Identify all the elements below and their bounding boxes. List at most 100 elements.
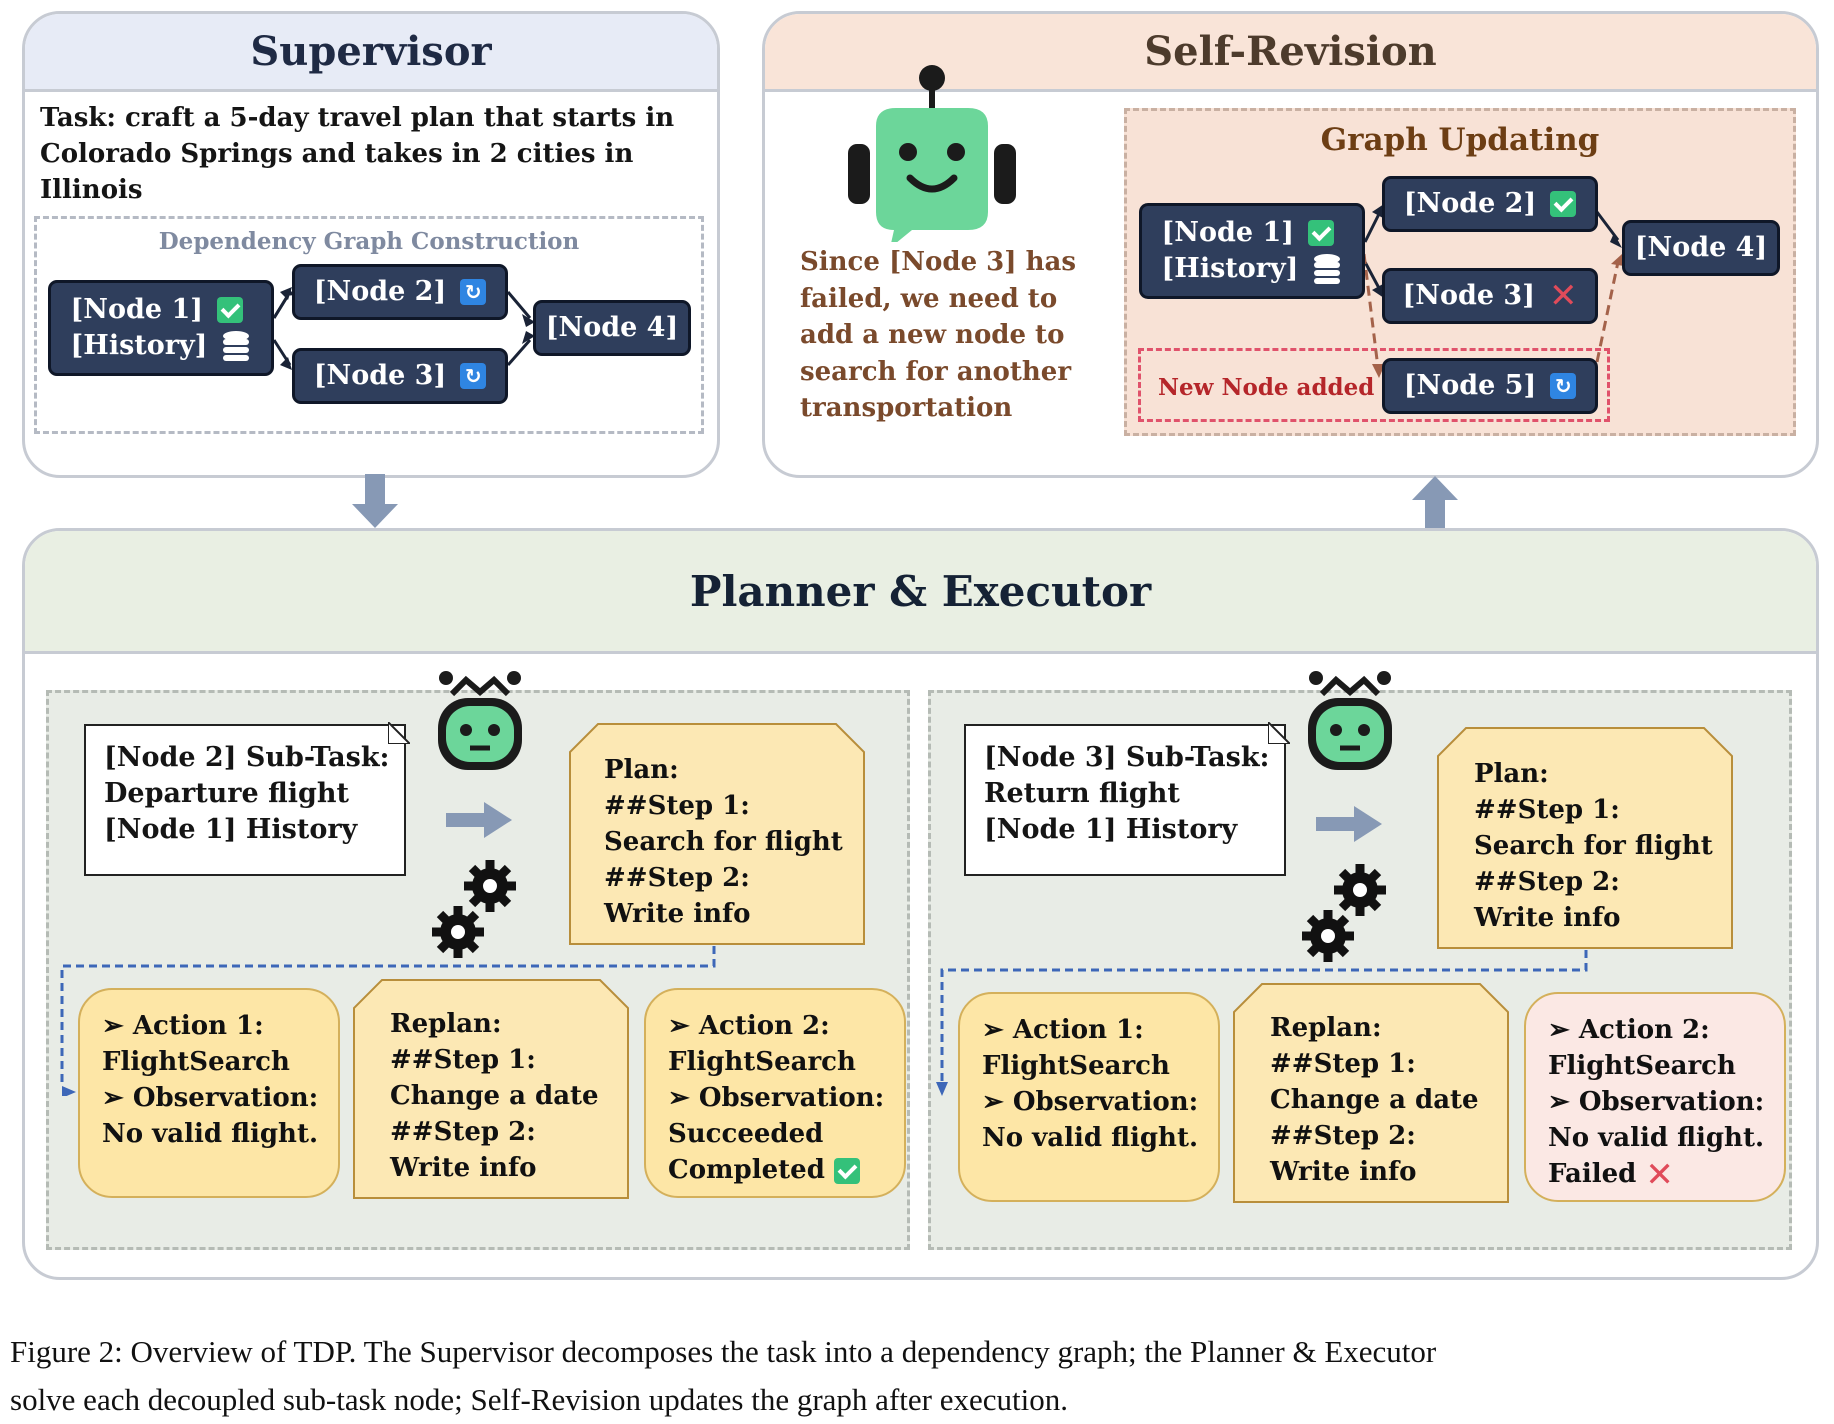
refresh-icon: ↻ xyxy=(460,279,487,305)
left-right-arrow-icon xyxy=(446,802,512,838)
left-action2-line-2: FlightSearch xyxy=(668,1047,856,1077)
sup-node-4: [Node 4] xyxy=(533,300,691,356)
revision-graph-edges xyxy=(1362,204,1624,378)
database-icon xyxy=(223,331,250,361)
right-right-arrow-icon xyxy=(1316,806,1382,842)
right-plan-line-3: Search for flight xyxy=(1474,831,1713,861)
check-icon xyxy=(833,1158,860,1184)
left-plan-line-5: Write info xyxy=(604,899,751,929)
right-replan-line-2: ##Step 1: xyxy=(1270,1049,1416,1079)
right-action1-line-1: ➢ Action 1: xyxy=(982,1015,1144,1045)
left-replan-line-5: Write info xyxy=(390,1153,537,1183)
check-icon xyxy=(1308,220,1335,246)
dependency-graph-box xyxy=(34,216,704,434)
left-plan-line-4: ##Step 2: xyxy=(604,863,750,893)
right-plan-line-1: Plan: xyxy=(1474,759,1549,789)
arrowhead-3 xyxy=(280,357,292,370)
right-subtask-fold xyxy=(1268,722,1290,744)
right-subtask-line-1: [Node 3] Sub-Task: xyxy=(984,742,1270,773)
right-plan-line-5: Write info xyxy=(1474,903,1621,933)
rev-node-3-label: [Node 3] xyxy=(1402,280,1535,311)
supervisor-graph-edges xyxy=(272,287,535,370)
right-action1-line-3: ➢ Observation: xyxy=(982,1087,1199,1117)
sup-node-1-history: [History] xyxy=(70,330,208,361)
rev-node-1: [Node 1] [History] xyxy=(1139,203,1365,299)
left-flow-connector xyxy=(60,946,716,1096)
check-icon xyxy=(217,297,244,323)
task-line-2: Colorado Springs and takes in 2 cities i… xyxy=(40,139,634,169)
rev-node-1-label: [Node 1] xyxy=(1161,217,1295,248)
check-icon xyxy=(1550,191,1577,217)
right-plan-line-4: ##Step 2: xyxy=(1474,867,1620,897)
robot-text-line-4: search for another xyxy=(800,356,1072,387)
right-action-1-card: ➢ Action 1: FlightSearch ➢ Observation: … xyxy=(958,992,1220,1202)
left-action1-line-1: ➢ Action 1: xyxy=(102,1011,264,1041)
x-icon: ✕ xyxy=(1548,276,1578,316)
new-node-label: New Node added xyxy=(1158,374,1375,401)
planner-robot-icon xyxy=(438,671,522,770)
dependency-graph-label: Dependency Graph Construction xyxy=(158,228,580,255)
rev-node-5-label: [Node 5] xyxy=(1403,370,1537,401)
right-action1-line-2: FlightSearch xyxy=(982,1051,1170,1081)
sup-node-2-label: [Node 2] xyxy=(313,276,447,307)
right-action2-line-2: FlightSearch xyxy=(1548,1051,1736,1081)
arrowhead-4b xyxy=(522,331,535,344)
left-action1-line-2: FlightSearch xyxy=(102,1047,290,1077)
robot-text-line-1: Since [Node 3] has xyxy=(800,247,1076,277)
rev-node-4: [Node 4] xyxy=(1622,220,1780,276)
planner-robot-icon xyxy=(1308,671,1392,770)
right-action2-line-5: Failed xyxy=(1548,1159,1637,1189)
refresh-icon: ↻ xyxy=(460,363,487,389)
right-action2-line-3: ➢ Observation: xyxy=(1548,1087,1765,1117)
rev-node-4-label: [Node 4] xyxy=(1634,232,1768,263)
left-action2-line-4: Succeeded xyxy=(668,1119,824,1149)
right-action1-line-4: No valid flight. xyxy=(982,1123,1199,1153)
chat-robot-icon xyxy=(848,65,1016,242)
left-action2-line-3: ➢ Observation: xyxy=(668,1083,885,1113)
right-replan-line-5: Write info xyxy=(1270,1157,1417,1187)
left-subtask-card: [Node 2] Sub-Task: Departure flight [Nod… xyxy=(84,724,406,876)
graph-updating-title: Graph Updating xyxy=(1320,122,1600,158)
rev-node-5: [Node 5]↻ xyxy=(1382,358,1598,414)
sup-node-2: [Node 2] ↻ xyxy=(292,264,508,320)
right-subtask-line-3: [Node 1] History xyxy=(984,814,1238,845)
planner-executor-title: Planner & Executor xyxy=(25,531,1816,654)
right-action-2-card: ➢ Action 2: FlightSearch ➢ Observation: … xyxy=(1524,992,1786,1202)
rev-node-2-label: [Node 2] xyxy=(1403,188,1537,219)
left-action2-line-1: ➢ Action 2: xyxy=(668,1011,830,1041)
sup-node-3-label: [Node 3] xyxy=(313,360,447,391)
database-icon xyxy=(1314,254,1341,284)
sup-node-4-label: [Node 4] xyxy=(545,312,679,343)
left-subtask-line-2: Departure flight xyxy=(104,778,349,809)
up-arrow-icon xyxy=(1412,476,1458,532)
robot-explanation: Since [Node 3] has failed, we need to ad… xyxy=(800,244,1100,427)
left-action-1-card: ➢ Action 1: FlightSearch ➢ Observation: … xyxy=(78,988,340,1198)
right-replan-line-3: Change a date xyxy=(1270,1085,1479,1115)
supervisor-title: Supervisor xyxy=(25,14,717,92)
right-action2-line-4: No valid flight. xyxy=(1548,1123,1765,1153)
gears-icon xyxy=(1302,864,1386,962)
rev-node-3: [Node 3] ✕ xyxy=(1382,268,1598,324)
rev-node-1-history: [History] xyxy=(1161,253,1299,284)
task-prefix: Task: xyxy=(40,103,116,133)
left-plan-line-3: Search for flight xyxy=(604,827,843,857)
left-replan-text: Replan: ##Step 1: Change a date ##Step 2… xyxy=(390,1006,599,1186)
edge-2-4-line xyxy=(506,291,532,319)
left-replan-shape xyxy=(353,979,629,1199)
left-action-2-card: ➢ Action 2: FlightSearch ➢ Observation: … xyxy=(644,988,906,1198)
task-description: Task: craft a 5-day travel plan that sta… xyxy=(40,100,700,208)
rev-node-2: [Node 2] xyxy=(1382,176,1598,232)
left-action1-line-3: ➢ Observation: xyxy=(102,1083,319,1113)
right-plan-shape xyxy=(1437,727,1733,949)
right-replan-shape xyxy=(1233,983,1509,1203)
right-subtask-card: [Node 3] Sub-Task: Return flight [Node 1… xyxy=(964,724,1286,876)
left-plan-shape xyxy=(569,723,865,945)
caption-line-2: solve each decoupled sub-task node; Self… xyxy=(10,1382,1068,1417)
left-action1-line-4: No valid flight. xyxy=(102,1119,319,1149)
edge-3-4-line xyxy=(506,339,532,366)
caption-line-1: Figure 2: Overview of TDP. The Superviso… xyxy=(10,1334,1437,1369)
left-subtask-line-1: [Node 2] Sub-Task: xyxy=(104,742,390,773)
right-plan-text: Plan: ##Step 1: Search for flight ##Step… xyxy=(1474,756,1713,936)
right-action2-line-1: ➢ Action 2: xyxy=(1548,1015,1710,1045)
down-arrow-icon xyxy=(352,474,398,528)
